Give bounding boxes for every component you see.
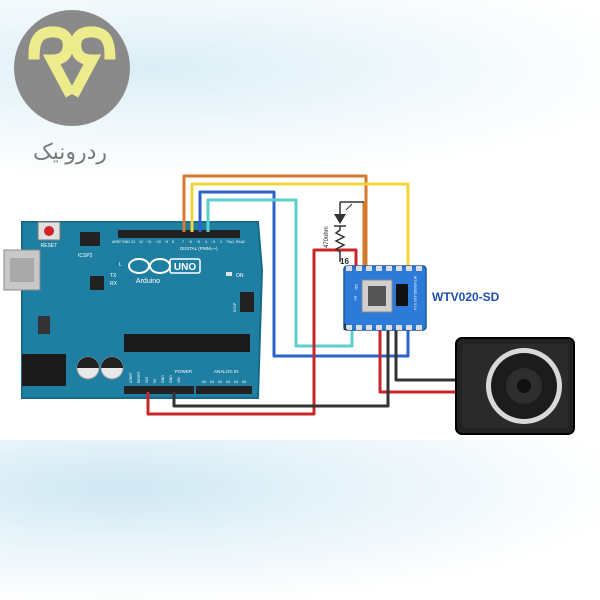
icsp2-label: ICSP2 — [78, 253, 93, 259]
reset-label: RESET — [41, 243, 58, 249]
a0-pin-label: A0 — [202, 380, 206, 384]
module-5v-label: 5V — [353, 296, 358, 301]
brand-logo — [12, 8, 132, 128]
icsp-label: ICSP — [232, 302, 237, 312]
module-pin-header-top — [346, 266, 422, 271]
vin-pin-label: VIN — [177, 377, 181, 383]
pin1-label: TX▸1 — [226, 240, 234, 244]
a2-pin-label: A2 — [218, 380, 222, 384]
module-sd-label: SD — [354, 284, 359, 290]
speaker-dust-cap — [517, 379, 531, 393]
resistor-label: 470ohm — [324, 226, 330, 248]
pin10-label: ~10 — [155, 240, 161, 244]
gnd2-pin-label: GND — [169, 375, 173, 383]
power-jack — [22, 354, 66, 386]
digital-label: DIGITAL (PWM=~) — [180, 246, 218, 251]
reset-button-cap — [44, 226, 54, 236]
speaker — [455, 337, 575, 435]
led-icon — [334, 214, 346, 224]
on-led — [226, 272, 232, 276]
module-chip — [396, 284, 408, 306]
wire-red-5v — [146, 248, 358, 416]
usb-port-inner — [10, 258, 34, 282]
wtv020-sd-module: 5V SD WTV020SD-16S V1.0 16 1 WTV020-SD — [340, 257, 500, 332]
wire-red-speaker — [378, 330, 458, 394]
pin5-label: ~5 — [196, 240, 200, 244]
arduino-logo: UNO Arduino — [128, 258, 201, 285]
icsp-header — [240, 292, 254, 312]
usb-chip — [90, 276, 104, 290]
wire-black-gnd — [172, 330, 390, 408]
wire-blue — [198, 190, 410, 358]
background-bottom-glow — [0, 440, 600, 600]
gnd1-pin-label: GND — [161, 375, 165, 383]
aref-pin-label: AREF — [112, 240, 121, 244]
power-analog-pin-labels: IOREF RESET 3V3 5V GND GND VIN A0 A1 A2 … — [129, 370, 246, 384]
analog-label: ANALOG IN — [214, 369, 239, 374]
on-label: ON — [236, 273, 244, 279]
icsp2-header — [80, 232, 100, 246]
a4-pin-label: A4 — [234, 380, 238, 384]
digital-pin-labels: AREF GND 13 12 ~11 ~10 ~9 8 7 ~6 ~5 4 ~3… — [112, 240, 245, 244]
pin6-label: ~6 — [188, 240, 192, 244]
pin4-label: 4 — [205, 240, 207, 244]
3v3-pin-label: 3V3 — [145, 377, 149, 383]
wires — [146, 174, 458, 416]
pin9-label: ~9 — [164, 240, 168, 244]
resistor-icon — [334, 226, 346, 262]
5v-pin-label: 5V — [153, 378, 157, 383]
a5-pin-label: A5 — [242, 380, 246, 384]
analog-header — [196, 386, 252, 394]
module-pin-header-bottom — [346, 325, 422, 330]
digital-header — [118, 230, 240, 238]
pin13-label: 13 — [131, 240, 135, 244]
arduino-uno-board: RESET ICSP2 DIGITAL (PWM=~) AREF GND 13 … — [3, 221, 264, 399]
atmega-chip — [124, 334, 250, 352]
voltage-regulator — [38, 316, 50, 334]
reset-pin-label: RESET — [137, 370, 141, 383]
pin3-label: ~3 — [211, 240, 215, 244]
ioref-pin-label: IOREF — [129, 372, 133, 383]
arduino-brand-label: Arduino — [136, 278, 160, 285]
led-light-arrow-icon — [345, 203, 353, 211]
pin12-label: 12 — [139, 240, 143, 244]
tx-label: TX — [110, 273, 117, 279]
brand-name: ردرونیک — [32, 140, 108, 165]
pin0-label: RX◂0 — [236, 240, 245, 244]
l-led-label: L — [119, 262, 122, 268]
pin11-label: ~11 — [146, 240, 152, 244]
led-and-resistor: 470ohm — [324, 202, 353, 262]
logo-mark-icon — [28, 26, 116, 98]
pin8-label: 8 — [172, 240, 174, 244]
module-pin1-label: 1 — [343, 323, 348, 332]
rx-label: RX — [110, 281, 118, 287]
pin7-label: 7 — [182, 240, 184, 244]
capacitor-1-top — [77, 357, 99, 368]
uno-label: UNO — [174, 262, 196, 273]
wire-orange — [182, 174, 368, 266]
wire-black-speaker — [394, 330, 458, 382]
power-header — [124, 386, 194, 394]
wire-cyan — [206, 198, 354, 348]
power-label: POWER — [175, 369, 193, 374]
a1-pin-label: A1 — [210, 380, 214, 384]
wire-yellow — [190, 182, 410, 266]
module-name-label: WTV020-SD — [432, 290, 500, 304]
module-pin16-label: 16 — [340, 257, 349, 266]
pin2-label: 2 — [220, 240, 222, 244]
gnd-pin-label: GND — [122, 240, 130, 244]
capacitor-2-top — [101, 357, 123, 368]
sd-card-icon — [368, 286, 386, 306]
module-chip-text: WTV020SD-16S V1.0 — [413, 276, 417, 310]
a3-pin-label: A3 — [226, 380, 230, 384]
